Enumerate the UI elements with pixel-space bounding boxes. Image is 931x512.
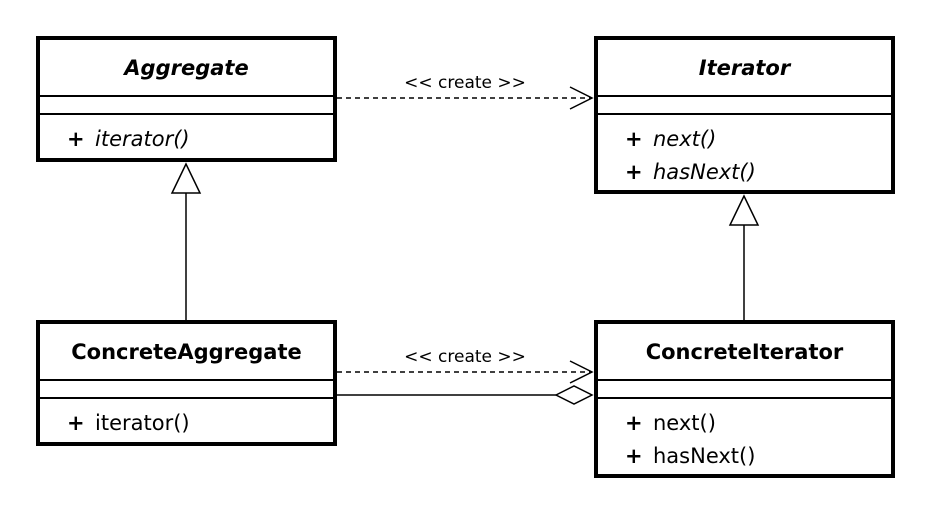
generalization-aggregate <box>170 162 202 320</box>
operation-name: iterator() <box>95 411 190 435</box>
attributes-compartment <box>40 381 333 399</box>
operation: + iterator() <box>67 123 333 156</box>
operation: + next() <box>625 407 891 440</box>
operation: + iterator() <box>67 407 333 440</box>
visibility-marker: + <box>625 127 643 151</box>
attributes-compartment <box>598 97 891 115</box>
operation-name: hasNext() <box>653 160 756 184</box>
create-label-top: << create >> <box>404 73 526 93</box>
create-dependency-bottom: << create >> <box>337 347 594 384</box>
visibility-marker: + <box>625 411 643 435</box>
operation-name: next() <box>653 411 716 435</box>
class-iterator: Iterator + next() + hasNext() <box>594 36 895 194</box>
visibility-marker: + <box>67 127 85 151</box>
operation-name: next() <box>653 127 717 151</box>
operations-compartment: + iterator() <box>40 115 333 156</box>
aggregation-diamond <box>554 385 594 405</box>
class-name: ConcreteAggregate <box>40 324 333 381</box>
create-dependency-top: << create >> <box>337 73 594 110</box>
class-aggregate: Aggregate + iterator() <box>36 36 337 162</box>
attributes-compartment <box>40 97 333 115</box>
operation: + hasNext() <box>625 156 891 189</box>
class-name: ConcreteIterator <box>598 324 891 381</box>
class-name: Iterator <box>598 40 891 97</box>
operation: + hasNext() <box>625 440 891 473</box>
class-concrete-aggregate: ConcreteAggregate + iterator() <box>36 320 337 446</box>
visibility-marker: + <box>67 411 85 435</box>
operation: + next() <box>625 123 891 156</box>
generalization-iterator <box>728 194 760 320</box>
attributes-compartment <box>598 381 891 399</box>
aggregation-association <box>337 385 594 405</box>
create-label-bottom: << create >> <box>404 347 526 367</box>
visibility-marker: + <box>625 160 643 184</box>
class-name: Aggregate <box>40 40 333 97</box>
class-concrete-iterator: ConcreteIterator + next() + hasNext() <box>594 320 895 478</box>
operations-compartment: + next() + hasNext() <box>598 115 891 189</box>
operations-compartment: + next() + hasNext() <box>598 399 891 473</box>
visibility-marker: + <box>625 444 643 468</box>
operations-compartment: + iterator() <box>40 399 333 440</box>
operation-name: iterator() <box>95 127 190 151</box>
operation-name: hasNext() <box>653 444 756 468</box>
inheritance-triangle <box>728 194 760 226</box>
inheritance-triangle <box>170 162 202 194</box>
